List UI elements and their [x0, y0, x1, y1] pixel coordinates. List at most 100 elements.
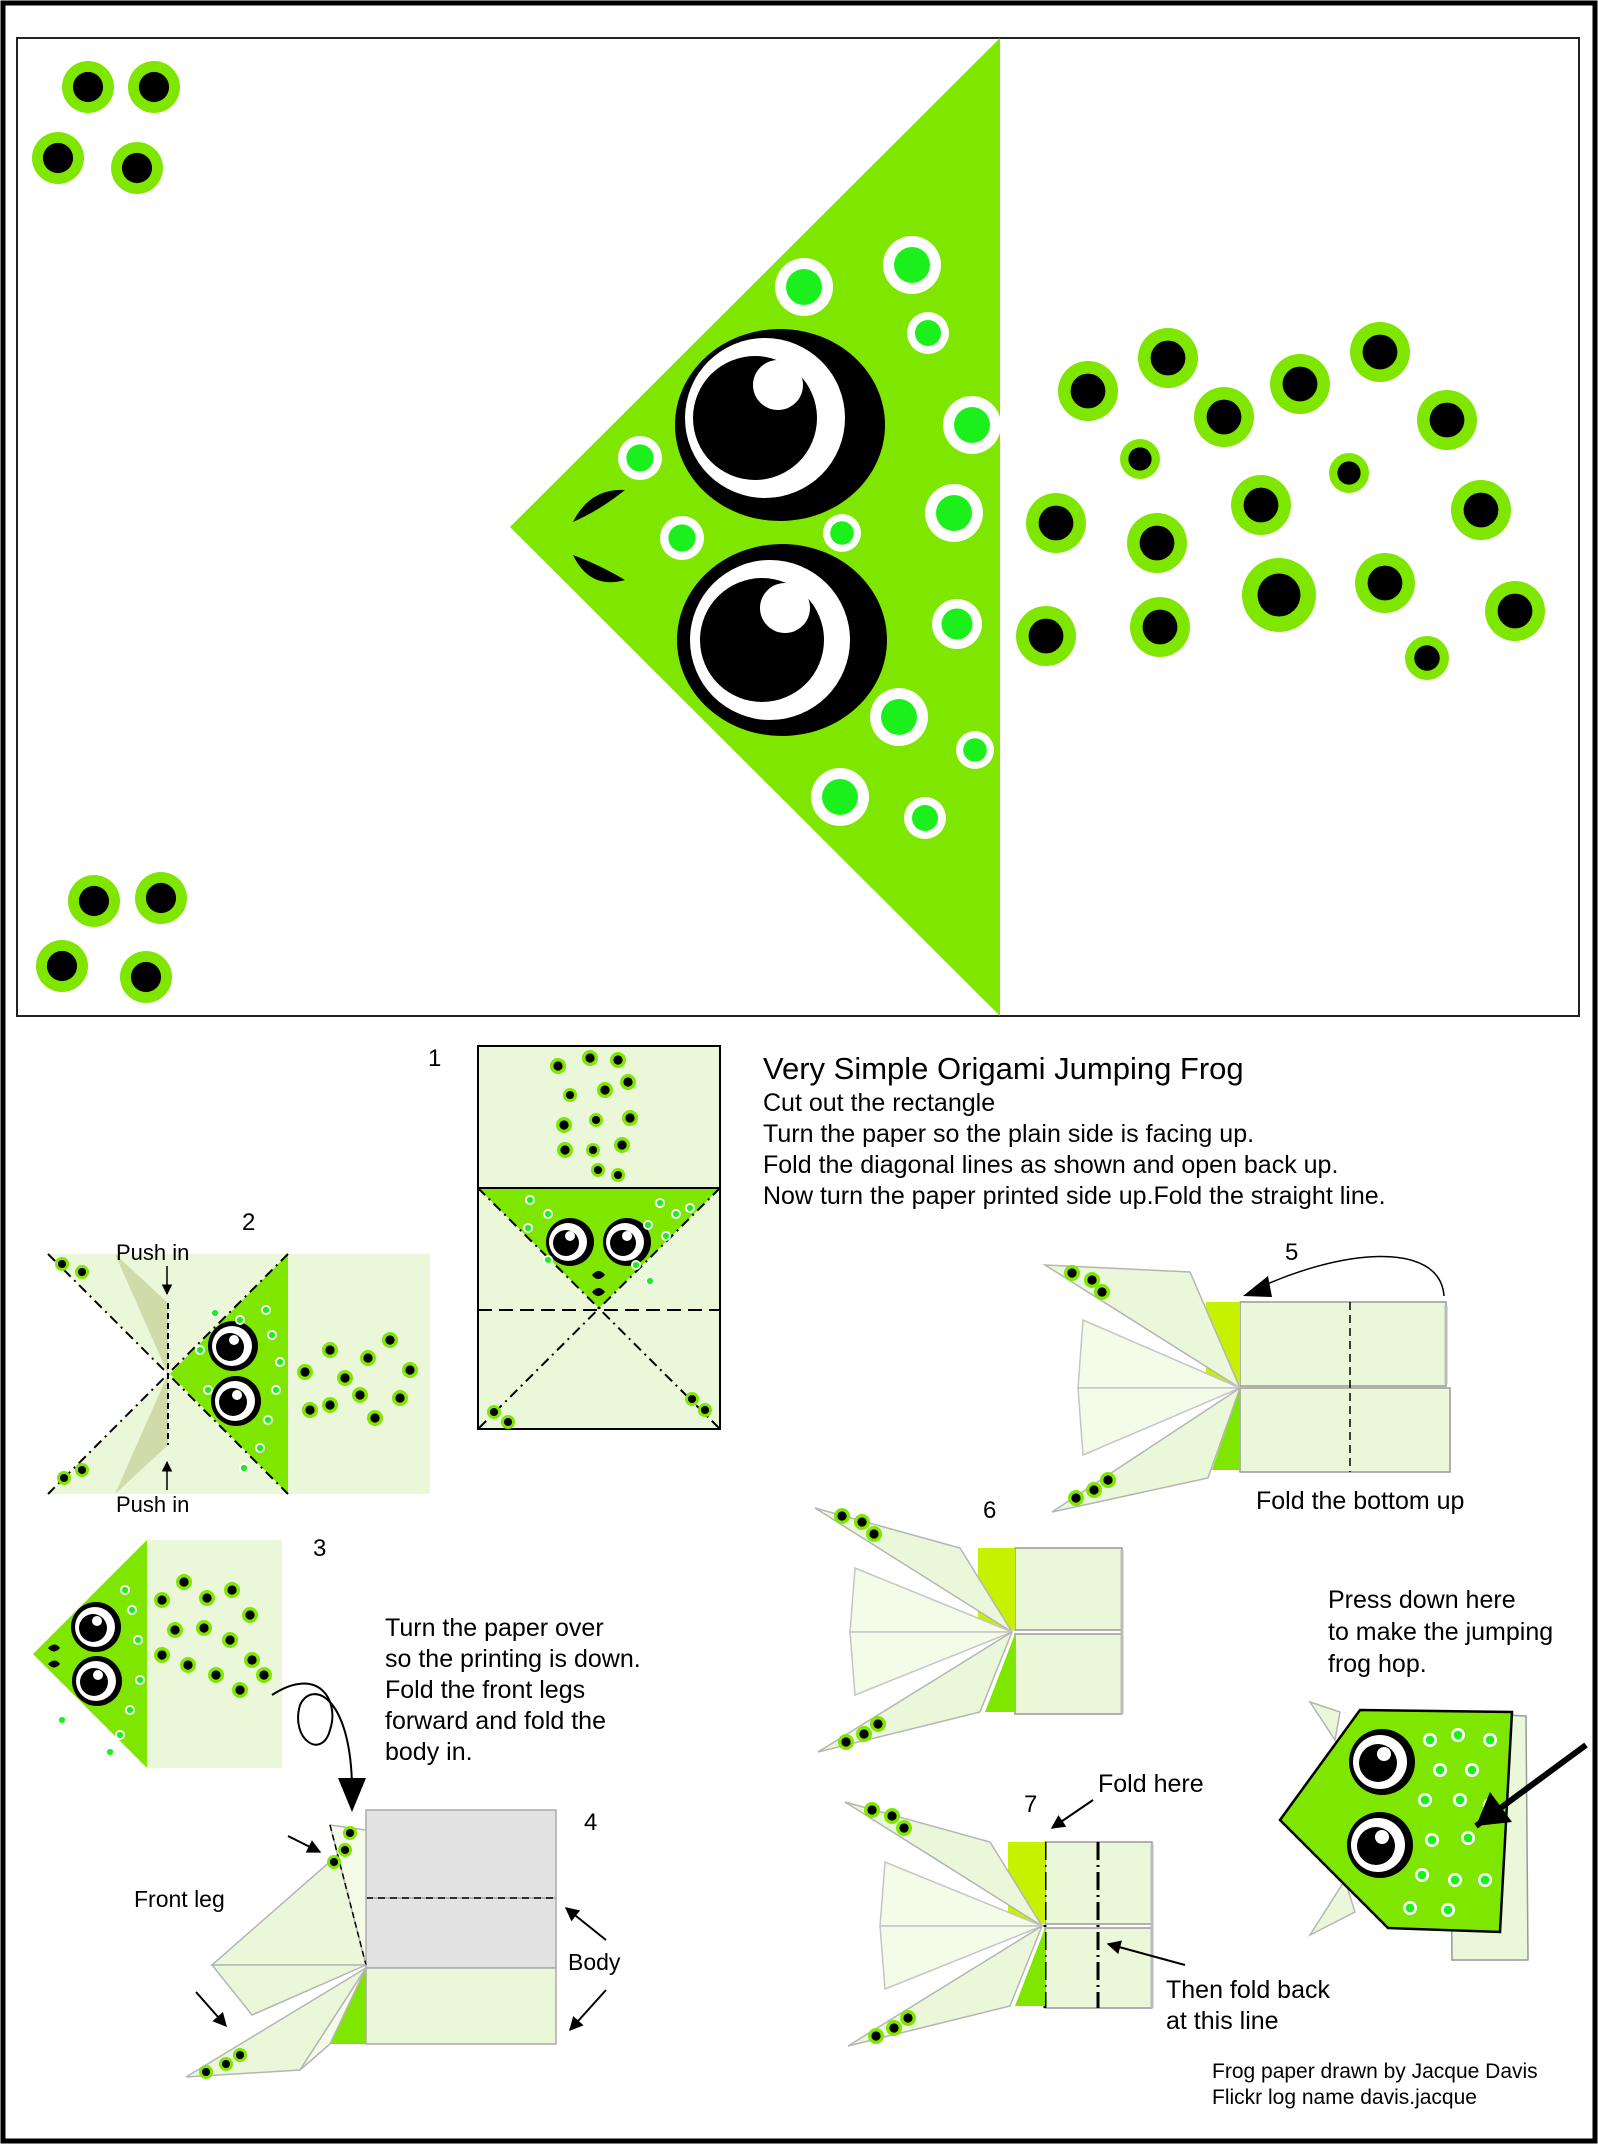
spot: [219, 2057, 233, 2071]
spot: [1350, 322, 1410, 382]
spot: [1451, 1728, 1465, 1742]
spot: [327, 1855, 341, 1869]
spot: [195, 1345, 205, 1355]
spot: [55, 1257, 69, 1271]
spot: [870, 688, 928, 746]
arrow-icon: [338, 1778, 366, 1812]
spot: [343, 1826, 357, 1840]
spot: [382, 1332, 398, 1348]
spot: [208, 1667, 224, 1683]
arrow-icon: [287, 1835, 322, 1853]
spot: [367, 1410, 383, 1426]
spot: [618, 436, 662, 480]
spot: [62, 61, 114, 113]
nostril: [573, 555, 625, 583]
push-in-bottom-label: Push in: [116, 1492, 189, 1517]
spot: [1405, 636, 1449, 680]
spot: [557, 1142, 573, 1158]
spot: [1423, 1733, 1437, 1747]
spot: [645, 1276, 655, 1286]
spot: [501, 1415, 515, 1429]
step-5-instruction: Fold the bottom up: [1256, 1487, 1464, 1515]
spot: [1094, 1284, 1110, 1300]
step-3-instructions: Turn the paper over so the printing is d…: [385, 1614, 648, 1766]
eye: [677, 544, 887, 736]
spot: [620, 1074, 636, 1090]
spot: [337, 1370, 353, 1386]
press-down-instructions: Press down here to make the jumping frog…: [1328, 1586, 1560, 1678]
spot: [866, 1526, 882, 1542]
spot: [135, 872, 187, 924]
then-fold-back-label: Then fold back at this line: [1166, 1976, 1337, 2035]
spot: [352, 1387, 368, 1403]
spot: [36, 940, 88, 992]
spot: [32, 132, 84, 184]
step-number-2: 2: [242, 1209, 255, 1236]
spot: [611, 1168, 625, 1182]
spot: [1453, 1793, 1467, 1807]
spot: [125, 1705, 135, 1715]
credits: Frog paper drawn by Jacque Davis Flickr …: [1212, 2060, 1544, 2109]
spot: [1242, 558, 1316, 632]
spot: [896, 1820, 912, 1836]
step-number-3: 3: [313, 1535, 326, 1562]
spot: [1485, 581, 1545, 641]
step-5-diagram: [1042, 1264, 1451, 1513]
spot: [1138, 328, 1198, 388]
arrow-icon: [195, 1991, 227, 2028]
spot: [115, 1730, 125, 1740]
frog-head-triangle: [510, 38, 1000, 1016]
spot: [1120, 439, 1160, 479]
spot: [1084, 1272, 1100, 1288]
spot: [275, 1357, 285, 1367]
spot: [1016, 606, 1076, 666]
spot: [1451, 480, 1511, 540]
eye: [72, 1656, 122, 1706]
spot: [1231, 475, 1291, 535]
spot: [1441, 1903, 1455, 1917]
spot: [614, 1137, 630, 1153]
spot: [1403, 1901, 1417, 1915]
arrow-icon: [1243, 1276, 1272, 1297]
spot: [943, 396, 1001, 454]
curved-arrow-icon: [271, 1682, 353, 1786]
eye: [1349, 1729, 1415, 1795]
spot: [523, 1223, 533, 1233]
spot: [256, 1667, 272, 1683]
spot: [1100, 1472, 1116, 1488]
eye: [603, 1218, 651, 1266]
spot: [244, 1652, 260, 1668]
spot: [127, 1605, 137, 1615]
spot: [886, 2020, 902, 2036]
spot: [1483, 1733, 1497, 1747]
intro-instructions: Cut out the rectangle Turn the paper so …: [763, 1089, 1386, 1210]
spot: [1058, 361, 1118, 421]
spot: [271, 1385, 281, 1395]
spot: [1478, 1873, 1492, 1887]
spot: [232, 1682, 248, 1698]
spot: [900, 2010, 916, 2026]
spot: [643, 1220, 653, 1230]
spot: [322, 1342, 338, 1358]
cut-line: [16, 37, 1580, 1017]
step-4-diagram: [185, 1809, 557, 2079]
step-2-diagram: [47, 1253, 430, 1495]
eye: [675, 329, 885, 521]
arrow-icon: [569, 1989, 607, 2032]
spot: [233, 2048, 247, 2062]
spot: [1418, 1793, 1432, 1807]
spot: [1425, 1833, 1439, 1847]
spot: [338, 1843, 352, 1857]
spot: [586, 1143, 600, 1157]
spot: [167, 1622, 183, 1638]
spot: [1448, 1873, 1462, 1887]
spot: [622, 1110, 638, 1126]
spot: [133, 1635, 143, 1645]
spot: [1461, 1831, 1475, 1845]
spot: [1127, 513, 1187, 573]
spot: [120, 951, 172, 1003]
spot: [402, 1362, 418, 1378]
spot: [883, 236, 941, 294]
spot: [1064, 1265, 1080, 1281]
spot: [176, 1574, 192, 1590]
